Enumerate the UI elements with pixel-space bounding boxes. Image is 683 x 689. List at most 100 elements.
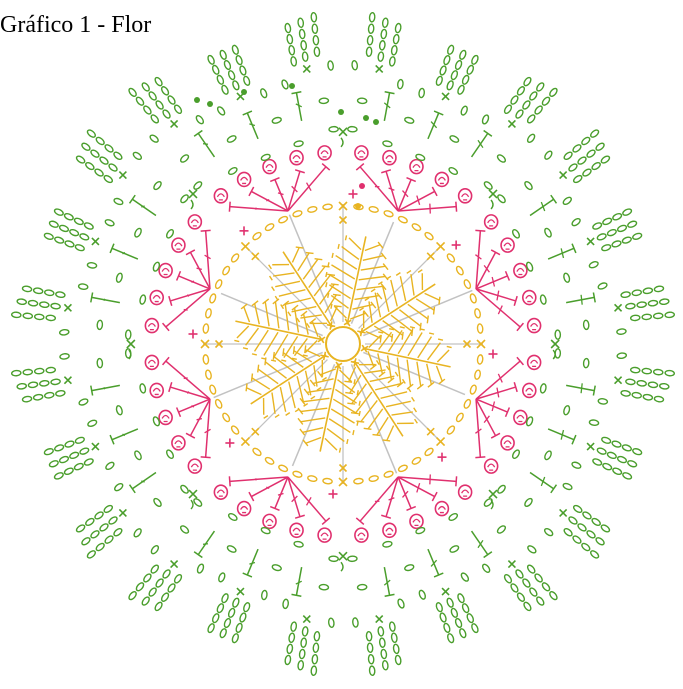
bobble-outline [355,528,368,542]
picot-chain [601,436,611,444]
petal-rib [425,288,440,305]
chain-stitch [97,320,103,330]
chain-stitch [449,545,460,554]
picot-chain [223,618,231,628]
picot-chain [589,549,599,559]
picot-chain [312,24,318,34]
stitch-top-bar [385,92,395,94]
chain-stitch [481,114,489,124]
picot-chain [510,95,520,106]
stitch-top-bar [194,552,202,558]
petal-rib [310,316,327,331]
hook-mark [191,500,193,509]
bobble-stitch [290,523,303,537]
cluster-base-sc [442,588,449,595]
bobble-outline [172,436,185,450]
picot-chain [51,379,61,385]
picot-chain [617,455,627,463]
picot-chain [515,109,525,119]
picot-chain [632,448,642,456]
bobble-stitch [263,160,276,174]
picot-chain [602,462,613,471]
picot-chain [382,660,388,670]
picot-chain [162,109,172,119]
double-crochet-stitch [249,187,288,211]
picot-chain [312,654,318,664]
chain-stitch [418,88,424,98]
chain-stitch [252,231,262,241]
chain-stitch [477,355,483,365]
stitch-post [398,477,411,508]
petal-rib-bar [447,346,452,347]
picot-chain [443,623,451,633]
cluster-base-sc [587,238,594,245]
picot-chain [659,383,669,389]
picot-chain [173,104,183,115]
stitch-yarnover-bar [197,419,202,420]
double-crochet-stitch [428,549,443,577]
chain-stitch [511,449,520,460]
single-crochet-plus [240,226,249,235]
stitch-top-bar [292,594,302,596]
petal-rib-bar [418,270,422,273]
chain-stitch [404,564,414,572]
bobble-outline [514,264,527,278]
picot-cluster [44,436,99,480]
picot-chain [515,569,525,579]
stitch-top-bar [484,131,492,137]
stitch-post [566,297,594,302]
picot-cluster [366,616,401,676]
picot-chain [653,313,663,319]
picot-chain [216,603,225,614]
petal-rib [408,299,428,324]
stitch-yarnover-bar [141,206,144,207]
chain-stitch [179,154,189,164]
bobble-inner [217,194,224,200]
chain-stitch [264,223,275,232]
picot-chain [235,55,243,65]
picot-chain [235,623,243,633]
stitch-post [472,133,488,157]
picot-chain [211,65,220,76]
picot-chain [104,535,114,545]
picot-chain [142,573,152,583]
chain-stitch [214,399,223,410]
picot-chain [450,70,458,80]
cluster-base-sc [64,377,71,384]
chain-stitch [139,295,146,305]
picot-chain [99,523,109,533]
bobble-outline [459,189,472,203]
picot-chain [23,369,33,375]
bobble-inner [413,165,420,171]
picot-cluster [75,129,126,184]
stitch-top-bar [194,131,202,137]
green-corner-sc [339,128,347,136]
picot-cluster [615,367,675,402]
picot-chain [69,228,79,236]
picot-chain [627,220,637,228]
pink-fan [452,215,541,333]
chain-stitch [418,589,426,599]
petal-rib-bar [288,312,291,316]
picot-chain [466,613,475,624]
stitch-top-bar [491,250,500,255]
double-crochet-stitch [194,531,214,557]
picot-chain [454,60,462,70]
bobble-outline [145,355,158,369]
stitch-post [179,276,210,289]
chain-stitch [329,126,338,132]
picot-chain [568,163,578,173]
petal-rib [275,274,300,294]
double-crochet-stitch [292,567,302,596]
picot-chain [582,168,593,178]
double-crochet-stitch [530,473,556,493]
petal-rib-bar [345,235,346,240]
picot-chain [150,564,160,574]
bobble-stitch [159,264,172,278]
double-crochet-stitch [398,187,437,211]
double-crochet-stitch [243,549,258,577]
picot-chain [90,149,100,159]
petal-rib [382,426,399,441]
petal-rib [415,273,430,290]
picot-chain [173,573,183,584]
